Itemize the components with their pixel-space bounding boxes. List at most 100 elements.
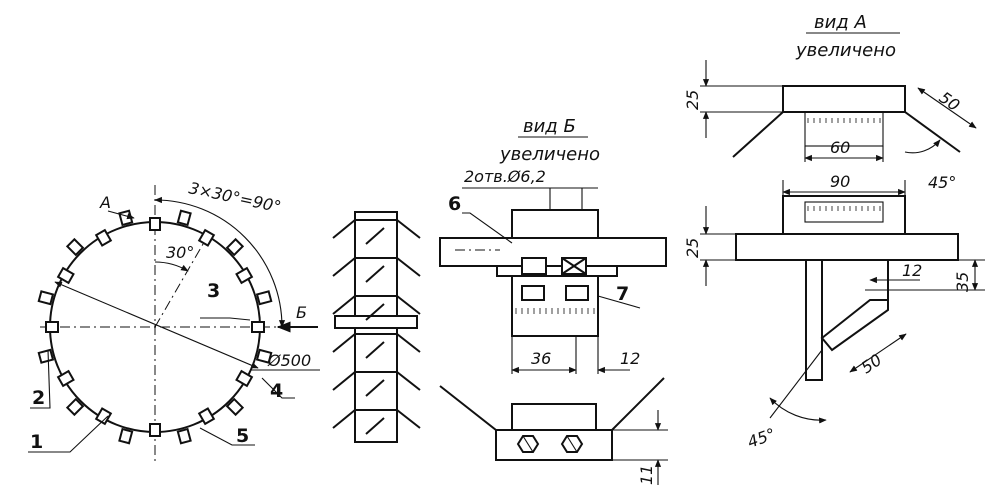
part-2-label: 2 [32, 387, 45, 409]
view-b-subtitle: увеличено [499, 144, 600, 165]
dim-45-bottom-label: 45° [745, 424, 778, 452]
dim-12-label: 12 [620, 349, 640, 368]
part-3-label: 3 [207, 280, 220, 302]
lug-a-top-block [782, 85, 906, 113]
ruler-marks-a-mid [807, 206, 881, 211]
rim-lug [94, 407, 113, 426]
rim-lug [149, 217, 161, 231]
side-lug-slot [365, 303, 385, 321]
dim-36-label: 36 [531, 349, 551, 368]
dim-50-bottom-line [849, 333, 907, 373]
dim-45-top-label: 45° [928, 173, 956, 192]
nut-right-x2 [561, 257, 587, 275]
rim-lug [235, 369, 254, 388]
angle-90-arc [154, 196, 286, 328]
angle-45-bottom-arc [769, 397, 827, 424]
rim-lug [149, 423, 161, 437]
part-7-label: 7 [616, 283, 629, 305]
view-a: вид А увеличено 25 60 50 45° 90 [683, 12, 985, 452]
dim-50-bottom-label: 50 [858, 350, 886, 377]
dim-25-top-label: 25 [683, 90, 702, 110]
ruler-marks-b [515, 308, 595, 314]
lug-bottom-plate [495, 429, 613, 461]
bolt-head-left [516, 435, 540, 453]
view-a-subtitle: увеличено [795, 40, 896, 61]
leader-6 [462, 212, 513, 244]
diameter-label: Ø500 [267, 351, 311, 370]
side-lug-slot [365, 341, 385, 359]
rim-lug [197, 407, 216, 426]
lug-a-insert [804, 111, 884, 147]
side-lugs [332, 219, 421, 435]
view-a-title: вид А [814, 12, 867, 33]
diameter-line [54, 281, 259, 369]
blade-bent [820, 299, 889, 352]
strap [496, 265, 618, 277]
lug-bottom-top [511, 403, 597, 431]
nut-left-top [521, 257, 547, 275]
part-4-label: 4 [270, 380, 283, 402]
ext-45-bottom [769, 349, 823, 419]
rim-lug [94, 228, 113, 247]
view-b: вид Б увеличено 2отв.Ø6,2 6 7 36 12 [439, 116, 668, 485]
part-1-label: 1 [30, 431, 43, 453]
lug-a-mid-insert [804, 201, 884, 223]
rim-lug [255, 290, 273, 306]
nut-left-bottom [521, 285, 545, 301]
dim-60-label: 60 [830, 138, 850, 157]
lug-top-b [511, 209, 599, 239]
leader-2 [30, 349, 51, 409]
side-lug [332, 409, 421, 429]
rim-lug [118, 209, 134, 227]
side-lug-slot [365, 379, 385, 397]
side-lug [332, 219, 421, 239]
rim-lug [255, 348, 273, 364]
callout-a-label: A [99, 193, 111, 212]
rim-lug [37, 290, 55, 306]
rim-lug [45, 321, 59, 333]
rim-lug [225, 397, 245, 417]
side-lug [332, 371, 421, 391]
side-lug [332, 295, 421, 315]
blade-left-edge [805, 260, 823, 381]
leader-4 [261, 377, 295, 399]
dim-11-label: 11 [637, 465, 656, 485]
dim-12-a-label: 12 [902, 261, 922, 280]
leader-1 [28, 415, 109, 453]
side-lug-slot [365, 265, 385, 283]
plate-a [735, 233, 959, 261]
dim-50-top-label: 50 [936, 88, 964, 115]
side-lug-slot [365, 417, 385, 435]
angle-45-top-arc [904, 139, 941, 154]
part-6-label: 6 [448, 193, 461, 215]
rim-lug [37, 348, 55, 364]
rim-lug [176, 209, 192, 227]
rim-lug [251, 321, 265, 333]
bolt-head-right [560, 435, 584, 453]
side-lug [332, 257, 421, 277]
angle-single-label: 30° [166, 243, 194, 262]
angle-30-arc [154, 261, 189, 272]
dim-90-label: 90 [830, 172, 850, 191]
rim-lug [65, 397, 85, 417]
angle-total-label: 3×30°=90° [187, 178, 283, 216]
leader-5 [199, 427, 255, 446]
leader-3 [200, 317, 251, 321]
part-5-label: 5 [236, 425, 249, 447]
dim-25-mid-label: 25 [683, 238, 702, 258]
rim-lug [176, 427, 192, 445]
view-b-title: вид Б [523, 116, 576, 137]
callout-b-label: Б [296, 303, 307, 322]
wheel-front-view: A 3×30°=90° 30° Б Ø500 1 2 3 4 5 [28, 178, 320, 465]
part-6-plate [439, 237, 667, 267]
rim-lug [118, 427, 134, 445]
holes-note: 2отв.Ø6,2 [464, 167, 546, 186]
dim-50-top-line [917, 87, 977, 129]
rim-lug [56, 369, 75, 388]
rim-lug [56, 266, 75, 285]
wheel-side-view [332, 211, 421, 443]
side-axle [334, 315, 418, 329]
rim-lug [65, 237, 85, 257]
ruler-marks-a-top [807, 118, 881, 123]
